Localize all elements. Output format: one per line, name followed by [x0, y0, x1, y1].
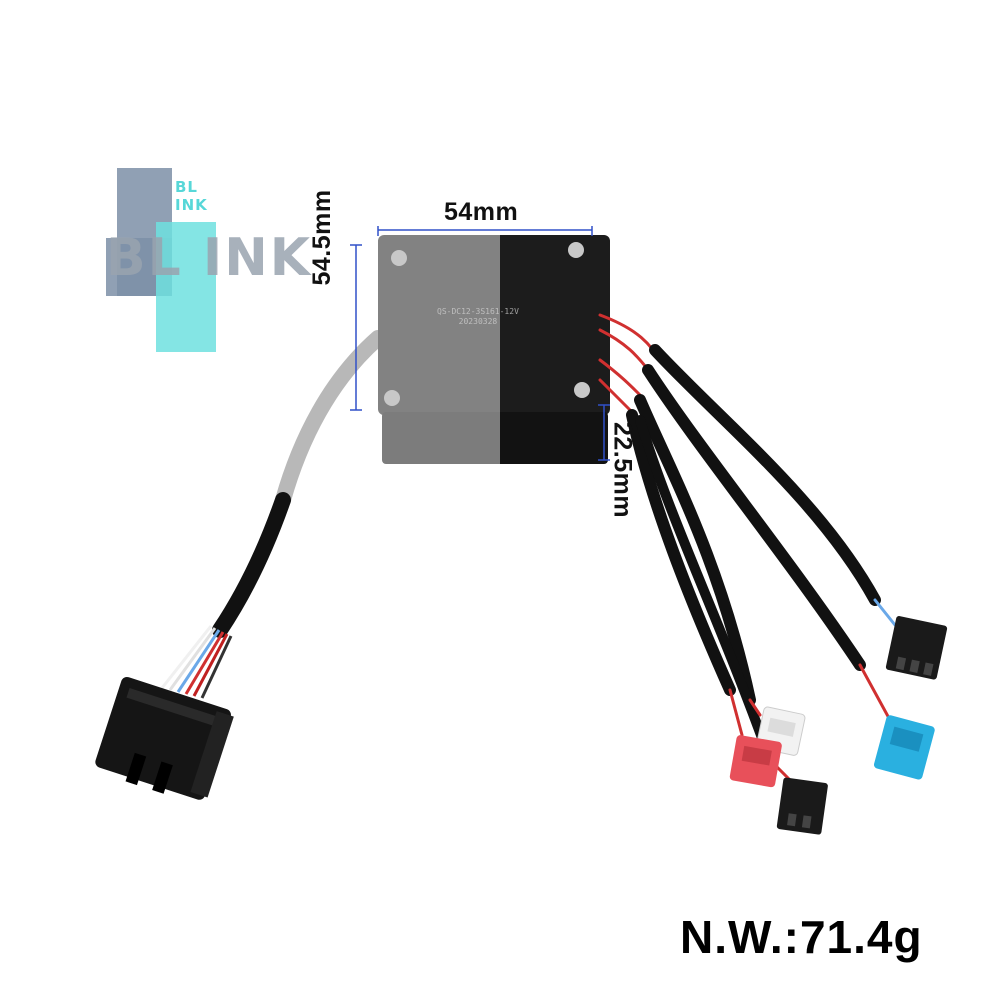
screw	[384, 390, 400, 406]
main-connector-wires	[160, 625, 233, 699]
gray-cable	[275, 330, 386, 508]
main-connector	[95, 677, 234, 800]
module-label-line2: 20230328	[458, 317, 498, 326]
logo-small-text: BL INK	[175, 178, 208, 214]
black-cable-main	[212, 492, 291, 638]
connector-red	[729, 735, 782, 788]
connector-blue	[873, 715, 935, 780]
screw	[574, 382, 590, 398]
dimension-depth-label: 22.5mm	[608, 421, 637, 519]
connector-black-top	[885, 616, 948, 680]
logo-small-line1: BL	[175, 178, 198, 196]
module-label: QS-DC12-3S161-12V 20230328	[437, 307, 519, 327]
module-box	[378, 235, 610, 465]
net-weight-label: N.W.:71.4g	[680, 911, 923, 963]
logo-watermark	[106, 168, 216, 352]
logo-block-cyan	[156, 222, 216, 352]
dimension-height-label: 54.5mm	[307, 189, 336, 286]
connector-black-bottom	[776, 777, 828, 835]
screw	[391, 250, 407, 266]
dimension-width-label: 54mm	[444, 198, 519, 226]
module-label-line1: QS-DC12-3S161-12V	[437, 307, 519, 316]
dimension-lines	[350, 226, 610, 461]
screw	[568, 242, 584, 258]
logo-small-line2: INK	[175, 196, 208, 214]
logo-text: BL INK	[106, 228, 313, 288]
output-cables	[598, 313, 897, 782]
